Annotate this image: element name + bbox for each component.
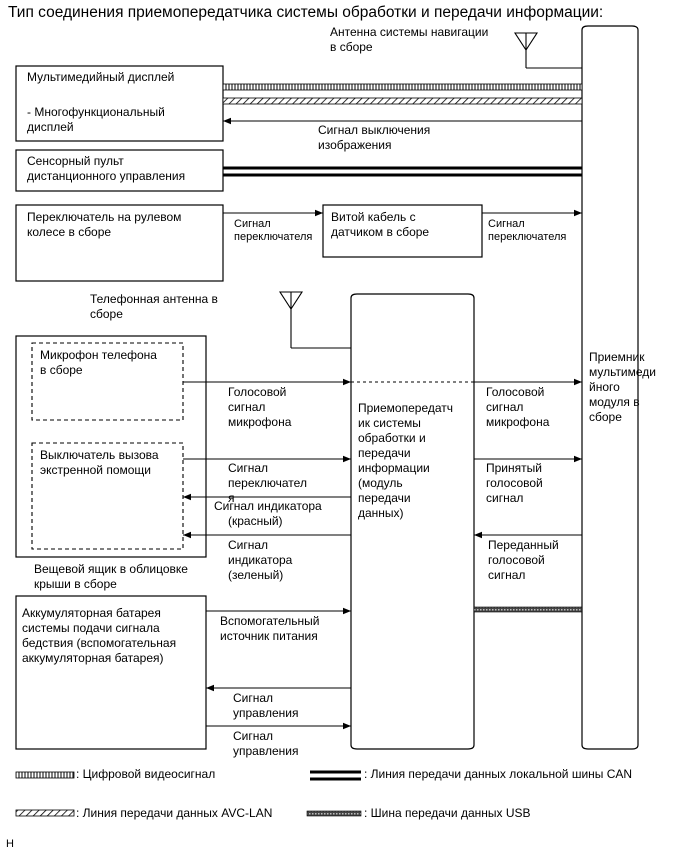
legend-avc-symbol (15, 809, 75, 817)
legend-usb-symbol (306, 810, 362, 817)
avc-lan-line (222, 97, 583, 105)
multimedia-display-label: Мультимедийный дисплей (27, 70, 175, 84)
footer-code: H (6, 838, 14, 850)
nav-antenna-symbol (513, 32, 582, 69)
spiral-cable-box (322, 204, 483, 258)
phone-antenna-symbol (278, 291, 351, 349)
steering-switch-box (15, 204, 224, 282)
legend-usb-label: : Шина передачи данных USB (364, 806, 531, 820)
legend-can-label: : Линия передачи данных локальной шины C… (364, 767, 633, 781)
legend-avc-label: : Линия передачи данных AVC-LAN (76, 806, 273, 820)
backup-battery-box (15, 595, 207, 750)
touch-remote-box (15, 149, 224, 192)
usb-line (473, 606, 583, 613)
indicator-red-label: Сигнал индикатора(красный) (214, 499, 322, 528)
glovebox-box (15, 335, 207, 558)
legend-video-label: : Цифровой видеосигнал (76, 767, 216, 781)
diagram-title: Тип соединения приемопередатчика системы… (8, 4, 604, 21)
legend-video-symbol (15, 771, 75, 779)
transceiver-box (350, 293, 475, 750)
video-line (222, 83, 583, 91)
receiver-box (581, 25, 639, 750)
